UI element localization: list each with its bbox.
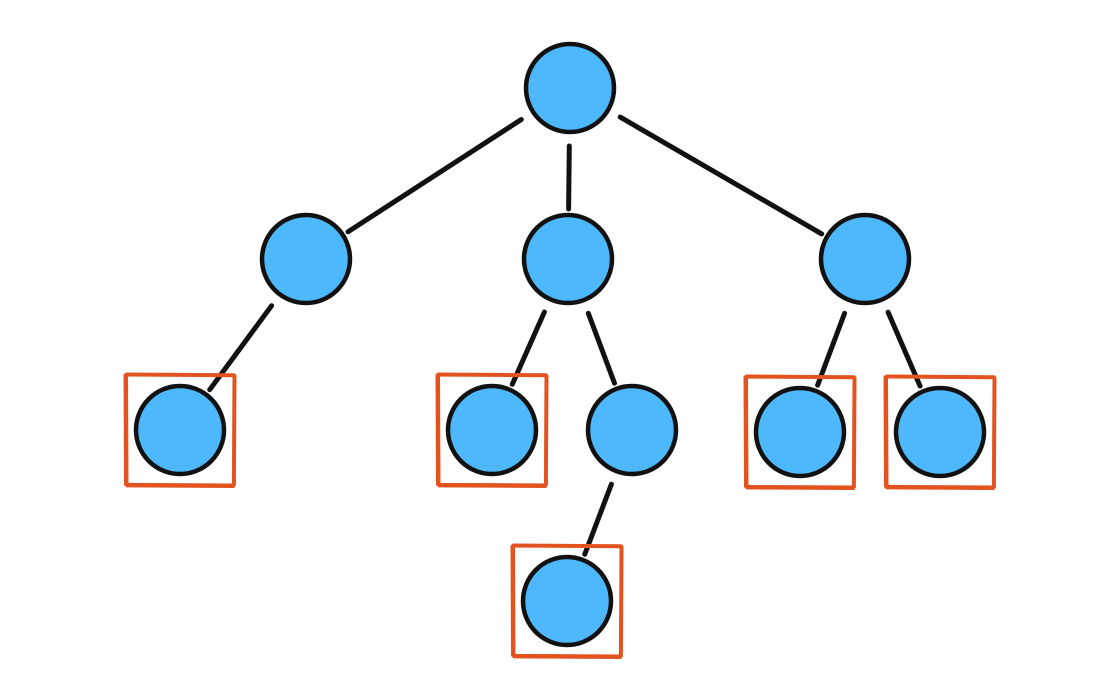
edge-c-c1 [815, 310, 848, 388]
edge-c-c2 [885, 309, 923, 389]
node-b [521, 212, 615, 306]
node-a1 [133, 383, 227, 477]
node-b2 [585, 383, 679, 477]
edge-root-c [617, 114, 825, 237]
leaf-box-a1 [123, 372, 237, 488]
node-a [259, 212, 353, 306]
tree-nodes [133, 41, 987, 648]
edge-b-b2 [585, 310, 617, 386]
tree-edges [207, 114, 923, 557]
leaf-box-c2 [883, 374, 997, 490]
node-c2 [893, 385, 987, 479]
node-root [523, 41, 617, 135]
leaf-box-b1 [435, 372, 549, 488]
edge-b2-b2a [582, 481, 614, 557]
leaf-box-b2a [510, 543, 624, 659]
edge-root-a [345, 117, 524, 235]
node-b1 [445, 383, 539, 477]
leaf-box-c1 [743, 374, 857, 490]
node-c [818, 212, 912, 306]
edge-b-b1 [509, 309, 547, 387]
node-b2a [520, 554, 614, 648]
edge-root-b [566, 143, 572, 212]
node-c1 [753, 385, 847, 479]
leaf-highlight-boxes [123, 372, 997, 659]
